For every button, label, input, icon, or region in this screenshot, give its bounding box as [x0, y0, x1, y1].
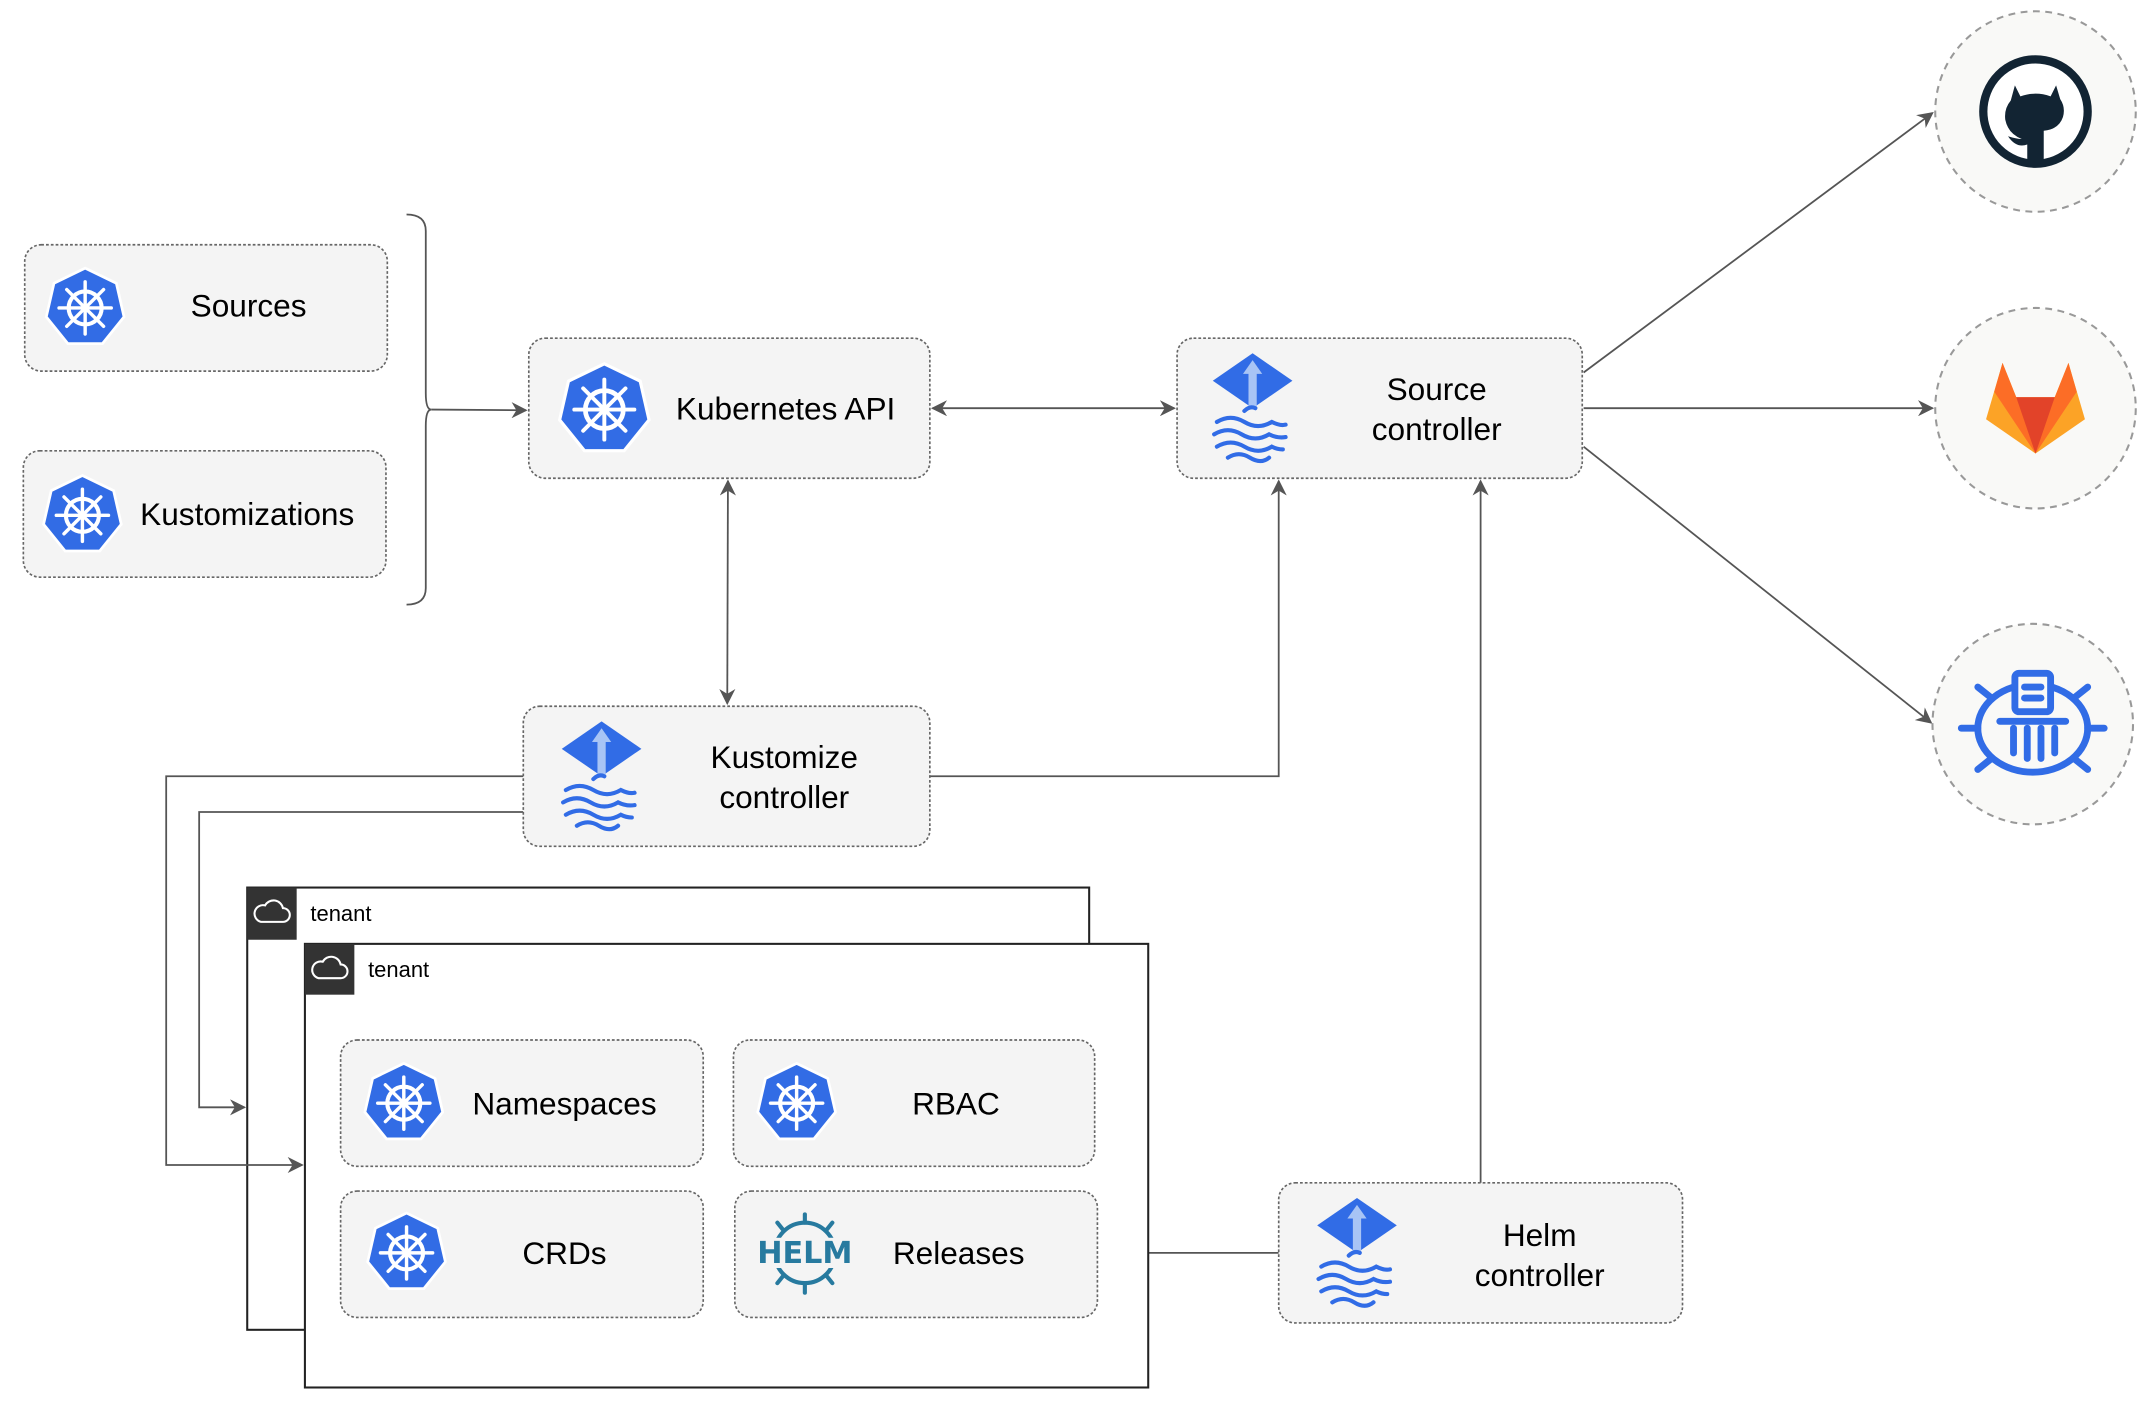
node-label: Sources: [191, 287, 307, 323]
node-kustomize-controller[interactable]: Kustomize controller: [522, 705, 931, 848]
edge-source-to-github: [1583, 111, 1934, 374]
node-label: Namespaces: [472, 1085, 656, 1121]
node-label: Kustomize: [711, 739, 858, 775]
node-label: Source: [1387, 371, 1487, 407]
edge-crds-to-api: [431, 402, 528, 419]
edge-kustomize-to-tenant-back: [198, 811, 524, 1116]
gitlab-icon: [1986, 362, 2085, 454]
node-releases[interactable]: HELM Releases: [733, 1190, 1099, 1319]
external-bucket[interactable]: [1931, 622, 2135, 826]
node-crds[interactable]: CRDs: [339, 1190, 705, 1319]
node-label: Releases: [893, 1235, 1025, 1271]
node-label: RBAC: [912, 1085, 1000, 1121]
node-kustomizations[interactable]: Kustomizations: [22, 449, 387, 578]
node-label: CRDs: [522, 1235, 606, 1271]
helm-icon: HELM: [757, 1212, 852, 1295]
node-label: Helm: [1503, 1217, 1577, 1253]
helm-icon-text: HELM: [757, 1236, 852, 1271]
node-namespaces[interactable]: Namespaces: [339, 1039, 705, 1168]
github-icon: [1979, 55, 2092, 168]
node-source-controller[interactable]: Source controller: [1176, 337, 1584, 480]
node-label: controller: [1372, 411, 1502, 447]
bucket-icon: [1957, 669, 2108, 776]
tenant-label: tenant: [310, 901, 371, 926]
node-label: controller: [719, 779, 849, 815]
node-label: controller: [1475, 1257, 1605, 1293]
node-label: Kubernetes API: [676, 390, 895, 426]
tenant-label: tenant: [368, 957, 429, 982]
edge-kustomize-to-tenant-front: [165, 775, 524, 1174]
node-rbac[interactable]: RBAC: [732, 1039, 1096, 1168]
node-helm-controller[interactable]: Helm controller: [1277, 1182, 1684, 1324]
node-sources[interactable]: Sources: [23, 243, 389, 372]
external-gitlab[interactable]: [1934, 306, 2137, 510]
sources-brace: [406, 213, 432, 606]
edge-source-to-bucket: [1583, 445, 1933, 724]
node-kubernetes-api[interactable]: Kubernetes API: [527, 337, 931, 480]
edge-api-kustomize-controller: [719, 479, 736, 706]
edge-kustomize-to-source: [929, 479, 1287, 778]
external-github[interactable]: [1934, 10, 2137, 213]
node-label: Kustomizations: [140, 496, 354, 532]
